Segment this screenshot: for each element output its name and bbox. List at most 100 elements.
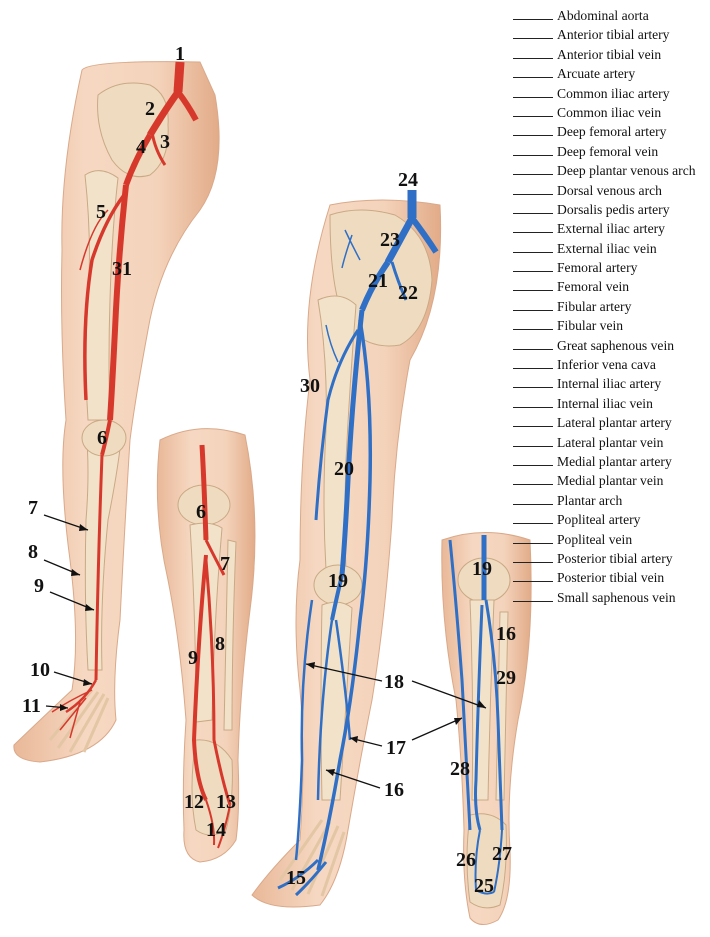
answer-blank[interactable]: [513, 7, 553, 20]
fibular-artery-vessel: [204, 559, 232, 806]
artery-leg-posterior: [156, 428, 256, 863]
term-label: External iliac artery: [557, 221, 665, 237]
term-label: Fibular vein: [557, 318, 624, 334]
label-26: 26: [456, 849, 476, 871]
answer-blank[interactable]: [513, 298, 553, 311]
term-label: Medial plantar vein: [557, 473, 664, 489]
term-item: Internal iliac vein: [513, 394, 710, 413]
answer-blank[interactable]: [513, 511, 553, 525]
term-label: Common iliac vein: [557, 104, 662, 120]
answer-blank[interactable]: [513, 356, 553, 370]
label-15: 15: [286, 867, 306, 889]
label-13: 13: [216, 791, 236, 813]
term-label: Great saphenous vein: [557, 337, 675, 353]
great-saphenous-vein-vessel: [316, 319, 373, 871]
term-label: Lateral plantar artery: [557, 415, 672, 431]
term-item: Anterior tibial artery: [513, 25, 710, 44]
answer-blank[interactable]: [513, 453, 553, 466]
external-iliac-vein-vessel: [359, 260, 391, 312]
answer-blank[interactable]: [513, 201, 553, 214]
term-label: Plantar arch: [557, 492, 623, 508]
term-item: External iliac artery: [513, 219, 710, 238]
answer-blank[interactable]: [513, 26, 553, 40]
label-27: 27: [492, 843, 512, 865]
label-30: 30: [300, 375, 320, 397]
answer-blank[interactable]: [513, 85, 553, 98]
term-item: Internal iliac artery: [513, 374, 710, 393]
label-1: 1: [175, 43, 185, 65]
leader-18-left: [305, 663, 383, 682]
answer-blank[interactable]: [513, 143, 553, 156]
answer-blank[interactable]: [513, 65, 553, 79]
answer-blank[interactable]: [513, 162, 553, 176]
answer-blank[interactable]: [513, 550, 553, 563]
popliteal-vein-anterior-vessel: [330, 574, 344, 621]
label-9b: 9: [188, 647, 198, 669]
label-20: 20: [334, 458, 354, 480]
term-item: Common iliac vein: [513, 103, 710, 122]
answer-blank[interactable]: [513, 375, 553, 389]
leader-arrowheads: [60, 524, 486, 776]
label-6b: 6: [196, 501, 206, 523]
external-iliac-artery-vessel: [123, 133, 153, 187]
arrowhead-11: [60, 704, 68, 711]
dorsalis-pedis-artery-vessel: [65, 679, 98, 714]
label-19a: 19: [328, 570, 348, 592]
femoral-artery-vessel: [107, 184, 129, 421]
answer-blank[interactable]: [513, 337, 553, 350]
answer-blank[interactable]: [513, 569, 553, 583]
posterior-foot-bones: [191, 739, 233, 836]
answer-blank[interactable]: [513, 434, 553, 447]
answer-blank[interactable]: [513, 240, 553, 253]
term-label: External iliac vein: [557, 240, 657, 256]
answer-blank[interactable]: [513, 278, 553, 292]
answer-blank[interactable]: [513, 182, 553, 195]
term-label: Posterior tibial vein: [557, 570, 665, 586]
lateral-superficial-vein: [294, 599, 314, 861]
answer-blank[interactable]: [513, 531, 553, 544]
term-item: Deep plantar venous arch: [513, 161, 710, 180]
term-item: Abdominal aorta: [513, 6, 710, 25]
label-28: 28: [450, 758, 470, 780]
answer-blank[interactable]: [513, 492, 553, 505]
arrowhead-10: [83, 679, 92, 686]
artery-leg-knee-bone: [81, 419, 127, 457]
term-item: Posterior tibial vein: [513, 568, 710, 587]
leader-18-right: [411, 680, 487, 709]
term-item: Common iliac artery: [513, 84, 710, 103]
term-label: Popliteal vein: [557, 531, 633, 547]
answer-blank[interactable]: [513, 589, 553, 602]
answer-blank[interactable]: [513, 414, 553, 428]
arrowhead-7a: [79, 524, 88, 531]
term-label: Medial plantar artery: [557, 453, 672, 469]
label-16b: 16: [496, 623, 516, 645]
answer-blank[interactable]: [513, 395, 553, 408]
term-label: Popliteal artery: [557, 512, 641, 528]
posterior-fibula-bone: [223, 539, 237, 731]
artery-leg-skin: [13, 61, 220, 763]
label-8a: 8: [28, 541, 38, 563]
term-label: Anterior tibial vein: [557, 46, 662, 62]
label-25: 25: [474, 875, 494, 897]
answer-blank[interactable]: [513, 317, 553, 331]
term-item: Anterior tibial vein: [513, 45, 710, 64]
artery-leg-foot-bones: [48, 689, 110, 753]
answer-blank[interactable]: [513, 259, 553, 273]
answer-blank[interactable]: [513, 472, 553, 486]
answer-blank[interactable]: [513, 123, 553, 137]
label-18: 18: [384, 671, 404, 693]
arrowhead-18-left: [306, 662, 315, 669]
term-label: Internal iliac artery: [557, 376, 662, 392]
term-item: Fibular vein: [513, 316, 710, 335]
answer-blank[interactable]: [513, 220, 553, 234]
term-label: Dorsalis pedis artery: [557, 201, 670, 217]
arcuate-artery-vessel: [51, 689, 93, 739]
label-12: 12: [184, 791, 204, 813]
answer-blank[interactable]: [513, 104, 553, 117]
label-9a: 9: [34, 575, 44, 597]
answer-blank[interactable]: [513, 46, 553, 59]
vein-hip-tributaries: [325, 229, 361, 363]
dorsal-venous-arch-vessel: [277, 858, 328, 897]
fibular-vein-anterior-vessel: [334, 619, 352, 741]
